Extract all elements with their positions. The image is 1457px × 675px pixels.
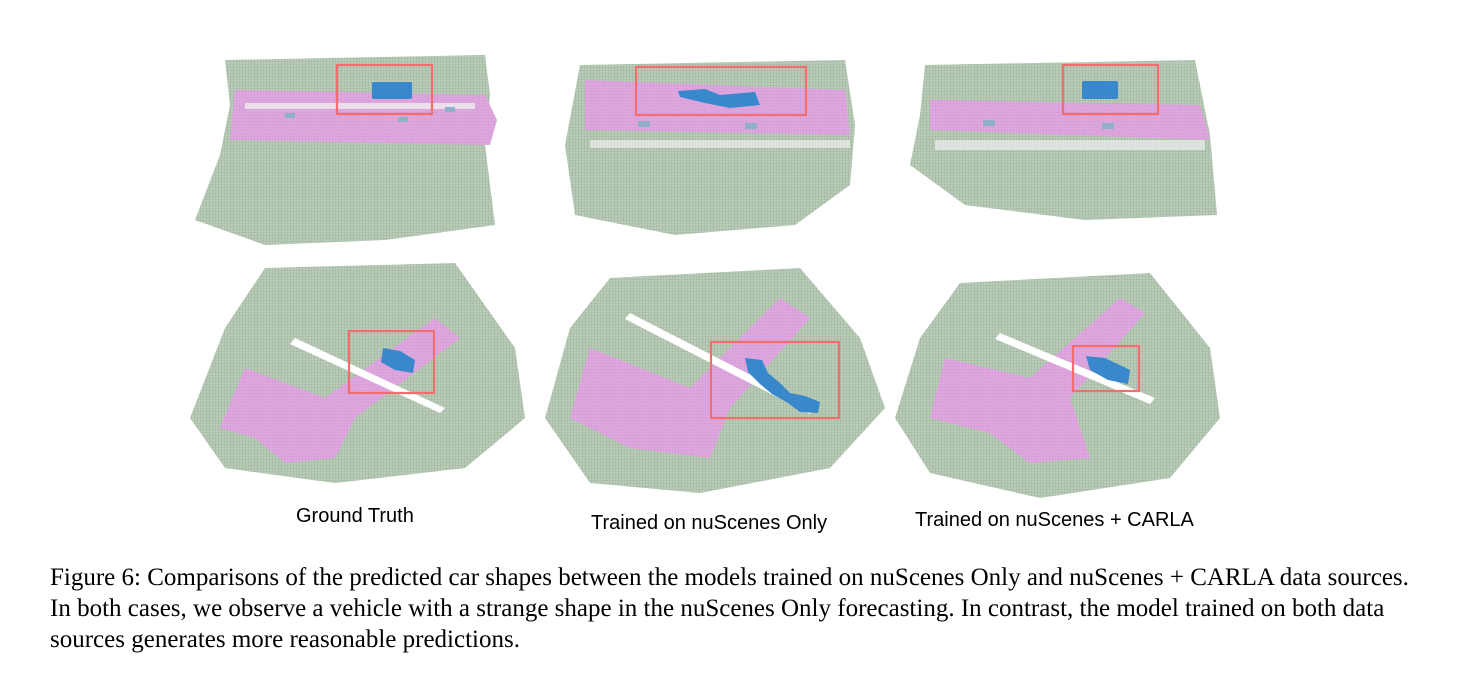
highlight-box [709, 340, 841, 420]
panel-nuscenes-carla-top [905, 25, 1230, 255]
column-label-nuscenes-carla: Trained on nuScenes + CARLA [915, 509, 1194, 531]
highlight-box [1061, 63, 1160, 116]
car-voxel-shape [745, 358, 820, 413]
highlight-box [1071, 344, 1141, 393]
car-voxel-shape [1086, 356, 1130, 384]
voxel-scene-image [895, 273, 1220, 498]
column-label-nuscenes-only: Trained on nuScenes Only [591, 512, 828, 534]
car-voxel-shape [678, 89, 760, 108]
panel-nuscenes-only-bottom [540, 258, 885, 498]
voxel-scene-image [190, 263, 525, 483]
highlight-box [347, 329, 436, 395]
highlight-box [335, 63, 434, 116]
car-voxel-shape [1082, 81, 1118, 99]
panel-nuscenes-carla-bottom [890, 258, 1225, 498]
car-voxel-shape [372, 82, 412, 99]
panel-nuscenes-only-top [545, 25, 875, 255]
voxel-scene-image [565, 60, 855, 235]
figure-caption: Figure 6: Comparisons of the predicted c… [50, 564, 1409, 653]
car-voxel-shape [381, 348, 415, 373]
panel-ground-truth-top [185, 25, 525, 255]
voxel-scene-image [195, 55, 497, 245]
panel-ground-truth-bottom [185, 258, 535, 493]
highlight-box [634, 65, 808, 117]
voxel-scene-image [910, 60, 1217, 220]
column-label-ground-truth: Ground Truth [296, 505, 414, 527]
voxel-scene-image [545, 268, 885, 493]
